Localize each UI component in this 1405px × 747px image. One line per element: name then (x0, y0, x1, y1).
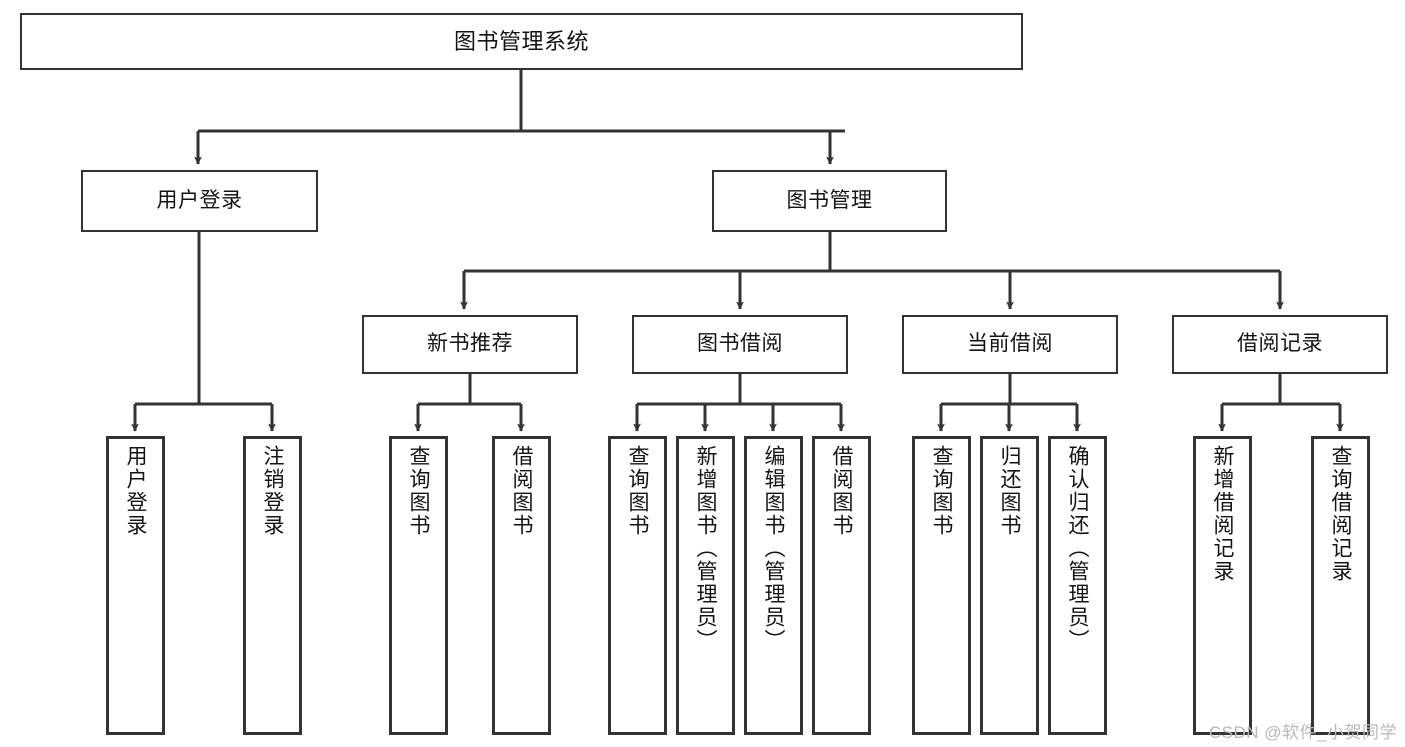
node-user-login[interactable]: 用户登录 (81, 170, 318, 232)
node-root-label: 图书管理系统 (453, 28, 589, 54)
node-leaf-add-record[interactable]: 新增借阅记录 (1193, 436, 1252, 735)
node-new-book-recommend-label: 新书推荐 (427, 332, 513, 356)
node-book-manage[interactable]: 图书管理 (712, 170, 947, 232)
node-user-login-label: 用户登录 (156, 188, 243, 212)
node-borrow-record[interactable]: 借阅记录 (1172, 315, 1388, 374)
node-leaf-borrow-book-1-label: 借阅图书 (510, 445, 534, 537)
node-leaf-query-record[interactable]: 查询借阅记录 (1311, 436, 1370, 735)
node-book-borrow[interactable]: 图书借阅 (632, 315, 848, 374)
node-leaf-add-book-label: 新增图书（管理员） (694, 445, 718, 652)
node-leaf-logout-login-label: 注销登录 (261, 445, 285, 537)
node-leaf-query-book-3-label: 查询图书 (930, 445, 954, 537)
node-leaf-borrow-book-1[interactable]: 借阅图书 (492, 436, 551, 735)
node-current-borrow-label: 当前借阅 (967, 332, 1053, 356)
node-leaf-return-book-label: 归还图书 (998, 445, 1022, 537)
node-root-book-management-system[interactable]: 图书管理系统 (20, 13, 1023, 70)
node-book-manage-label: 图书管理 (786, 188, 873, 212)
node-leaf-borrow-book-2[interactable]: 借阅图书 (812, 436, 871, 735)
node-leaf-add-book[interactable]: 新增图书（管理员） (676, 436, 735, 735)
watermark: CSDN @软件_小贺同学 (1208, 723, 1397, 742)
node-leaf-query-book-2[interactable]: 查询图书 (608, 436, 667, 735)
node-leaf-query-book-1[interactable]: 查询图书 (389, 436, 448, 735)
node-current-borrow[interactable]: 当前借阅 (902, 315, 1118, 374)
node-book-borrow-label: 图书借阅 (697, 332, 783, 356)
node-new-book-recommend[interactable]: 新书推荐 (362, 315, 578, 374)
node-leaf-add-record-label: 新增借阅记录 (1211, 445, 1235, 583)
node-leaf-confirm-return[interactable]: 确认归还（管理员） (1048, 436, 1107, 735)
node-leaf-query-book-1-label: 查询图书 (407, 445, 431, 537)
node-leaf-query-record-label: 查询借阅记录 (1329, 445, 1353, 583)
node-leaf-query-book-2-label: 查询图书 (626, 445, 650, 537)
node-leaf-query-book-3[interactable]: 查询图书 (912, 436, 971, 735)
node-leaf-return-book[interactable]: 归还图书 (980, 436, 1039, 735)
node-leaf-user-login-label: 用户登录 (124, 445, 148, 537)
node-leaf-edit-book-label: 编辑图书（管理员） (762, 445, 786, 652)
node-leaf-confirm-return-label: 确认归还（管理员） (1066, 445, 1090, 652)
node-leaf-user-login[interactable]: 用户登录 (106, 436, 165, 735)
node-leaf-edit-book[interactable]: 编辑图书（管理员） (744, 436, 803, 735)
node-leaf-borrow-book-2-label: 借阅图书 (830, 445, 854, 537)
node-leaf-logout-login[interactable]: 注销登录 (243, 436, 302, 735)
node-borrow-record-label: 借阅记录 (1237, 332, 1323, 356)
